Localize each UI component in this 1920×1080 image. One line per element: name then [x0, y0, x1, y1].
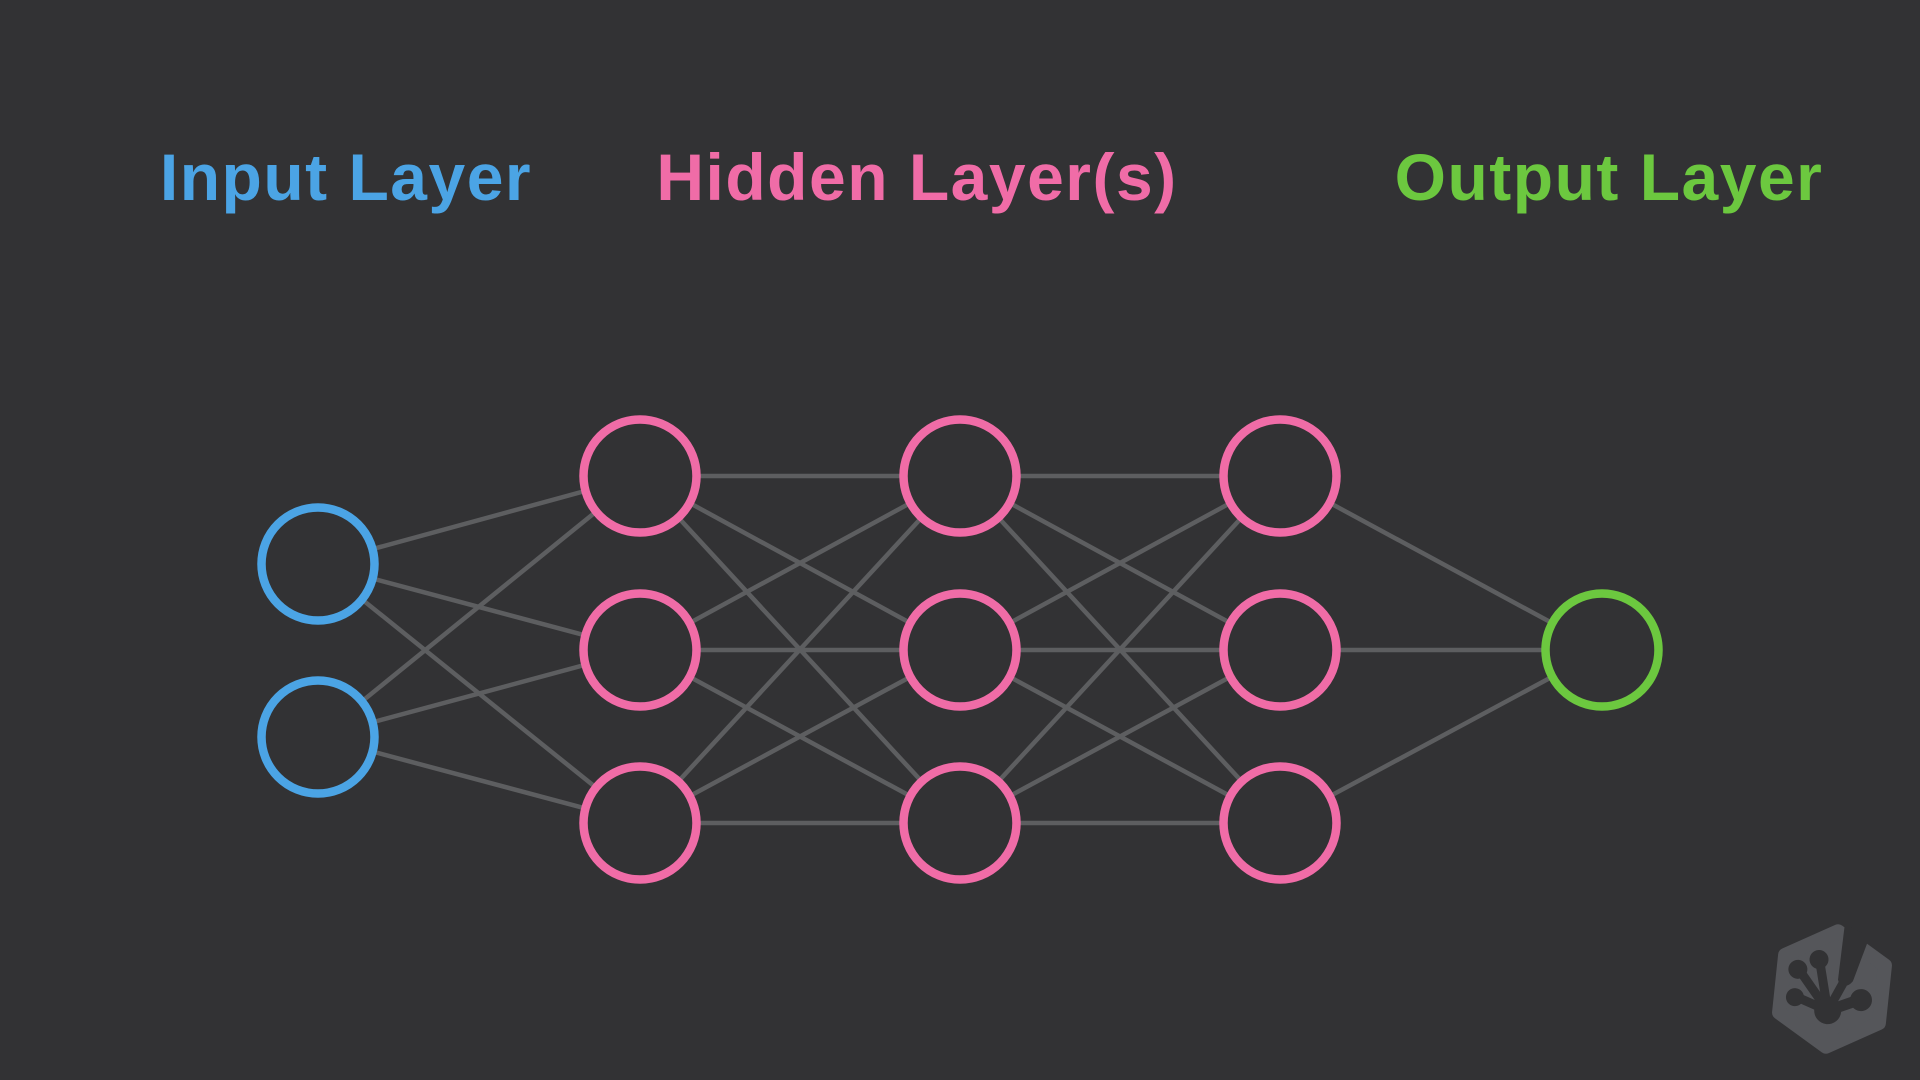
link-hidden-1-3-to-hidden-2-1 — [638, 474, 962, 825]
node-hidden-3-2 — [1219, 589, 1341, 711]
neuron-nodes — [257, 415, 1663, 884]
hidden-layer-label: Hidden Layer(s) — [656, 140, 1178, 214]
node-hidden-1-1 — [579, 415, 701, 537]
node-hidden-3-3 — [1219, 762, 1341, 884]
link-input-2-to-hidden-1-1 — [316, 474, 642, 739]
node-hidden-3-1 — [1219, 415, 1341, 537]
logo-frog-foot-icon — [1785, 923, 1872, 1025]
node-input-1 — [257, 503, 379, 625]
node-hidden-1-3 — [579, 762, 701, 884]
link-hidden-3-1-to-output-1 — [1278, 474, 1604, 652]
node-output-1 — [1541, 589, 1663, 711]
watermark-logo — [1772, 923, 1892, 1054]
output-layer-label: Output Layer — [1394, 140, 1824, 214]
node-hidden-2-2 — [899, 589, 1021, 711]
link-hidden-2-3-to-hidden-3-1 — [958, 474, 1282, 825]
input-layer-label: Input Layer — [159, 140, 533, 214]
link-hidden-3-3-to-output-1 — [1278, 648, 1604, 825]
node-hidden-2-1 — [899, 415, 1021, 537]
node-hidden-2-3 — [899, 762, 1021, 884]
node-hidden-1-2 — [579, 589, 701, 711]
node-input-2 — [257, 676, 379, 798]
